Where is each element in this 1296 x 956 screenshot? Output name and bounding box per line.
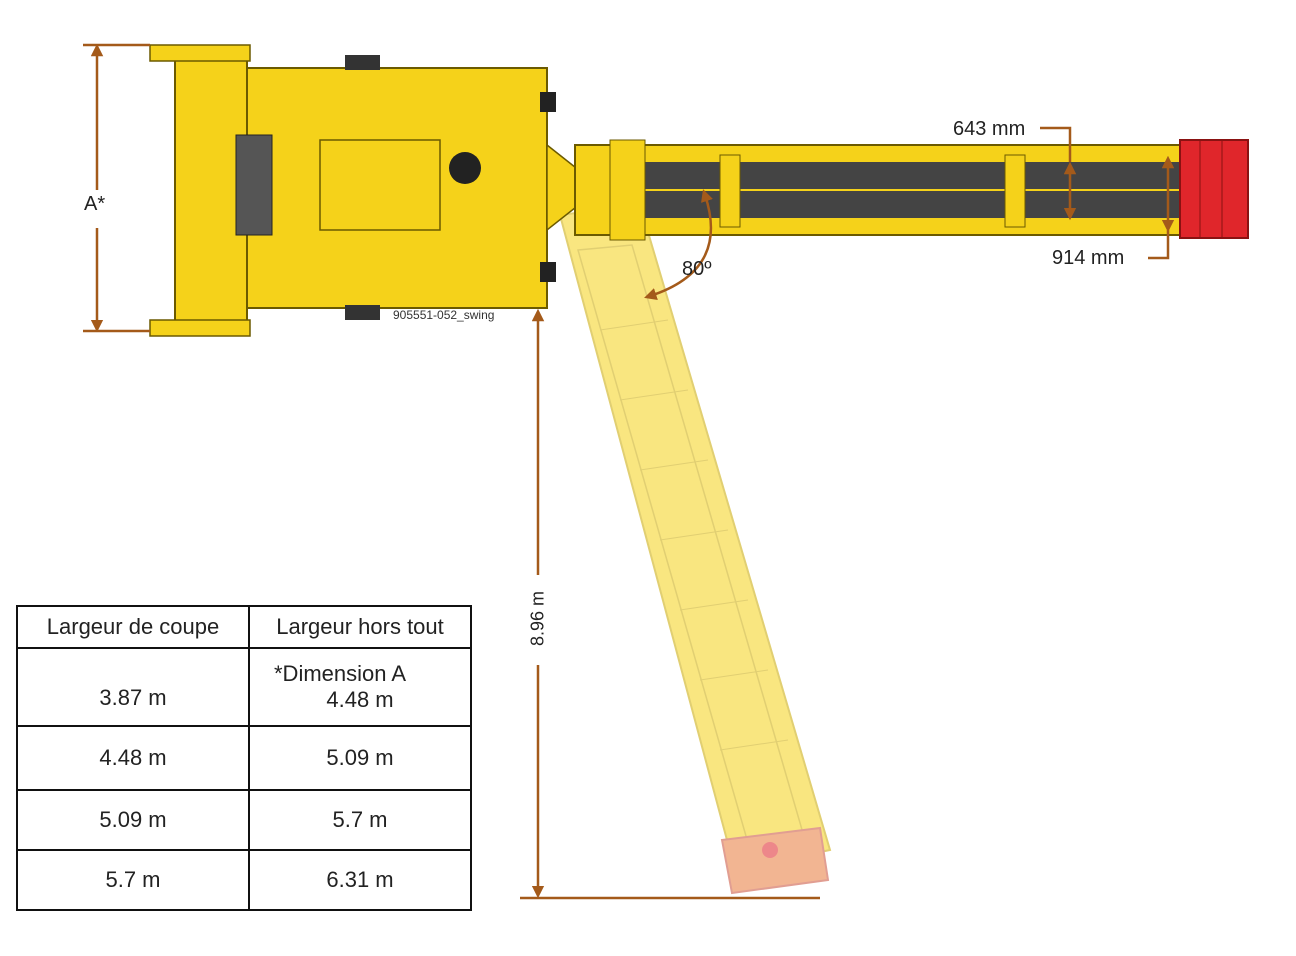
length-896-label: 8.96 m	[527, 590, 548, 647]
straight-conveyor	[574, 139, 1249, 241]
table-cell: 5.7 m	[248, 789, 472, 851]
table-row: 5.09 m 5.7 m	[16, 789, 472, 851]
header-overall-width: Largeur hors tout	[248, 605, 472, 649]
dimension-lines	[83, 43, 1175, 900]
width-914-label: 914 mm	[1052, 247, 1125, 269]
machine-body	[149, 44, 586, 337]
swing-angle-label: 80º	[682, 258, 712, 280]
table-cell: 5.09 m	[16, 789, 250, 851]
table-cell: 5.09 m	[248, 725, 472, 791]
drawing-reference: 905551-052_swing	[393, 308, 495, 322]
table-cell: 3.87 m	[16, 647, 250, 727]
table-row: 4.48 m 5.09 m	[16, 725, 472, 791]
table-cell: 5.7 m	[16, 849, 250, 911]
table-row: 5.7 m 6.31 m	[16, 849, 472, 911]
header-cutting-width: Largeur de coupe	[16, 605, 250, 649]
dimension-a-note: *Dimension A	[274, 661, 407, 686]
table-row: 3.87 m *Dimension A 4.48 m	[16, 647, 472, 727]
table-cell: 4.48 m	[16, 725, 250, 791]
table-header-row: Largeur de coupe Largeur hors tout	[16, 605, 472, 649]
width-643-label: 643 mm	[953, 118, 1026, 140]
cutting-width-table: Largeur de coupe Largeur hors tout 3.87 …	[16, 605, 472, 911]
table-cell: *Dimension A 4.48 m	[248, 647, 472, 727]
table-cell-value: 4.48 m	[326, 687, 394, 712]
swung-conveyor	[558, 203, 832, 895]
table-cell: 6.31 m	[248, 849, 472, 911]
dimension-a-label: A*	[84, 193, 106, 215]
